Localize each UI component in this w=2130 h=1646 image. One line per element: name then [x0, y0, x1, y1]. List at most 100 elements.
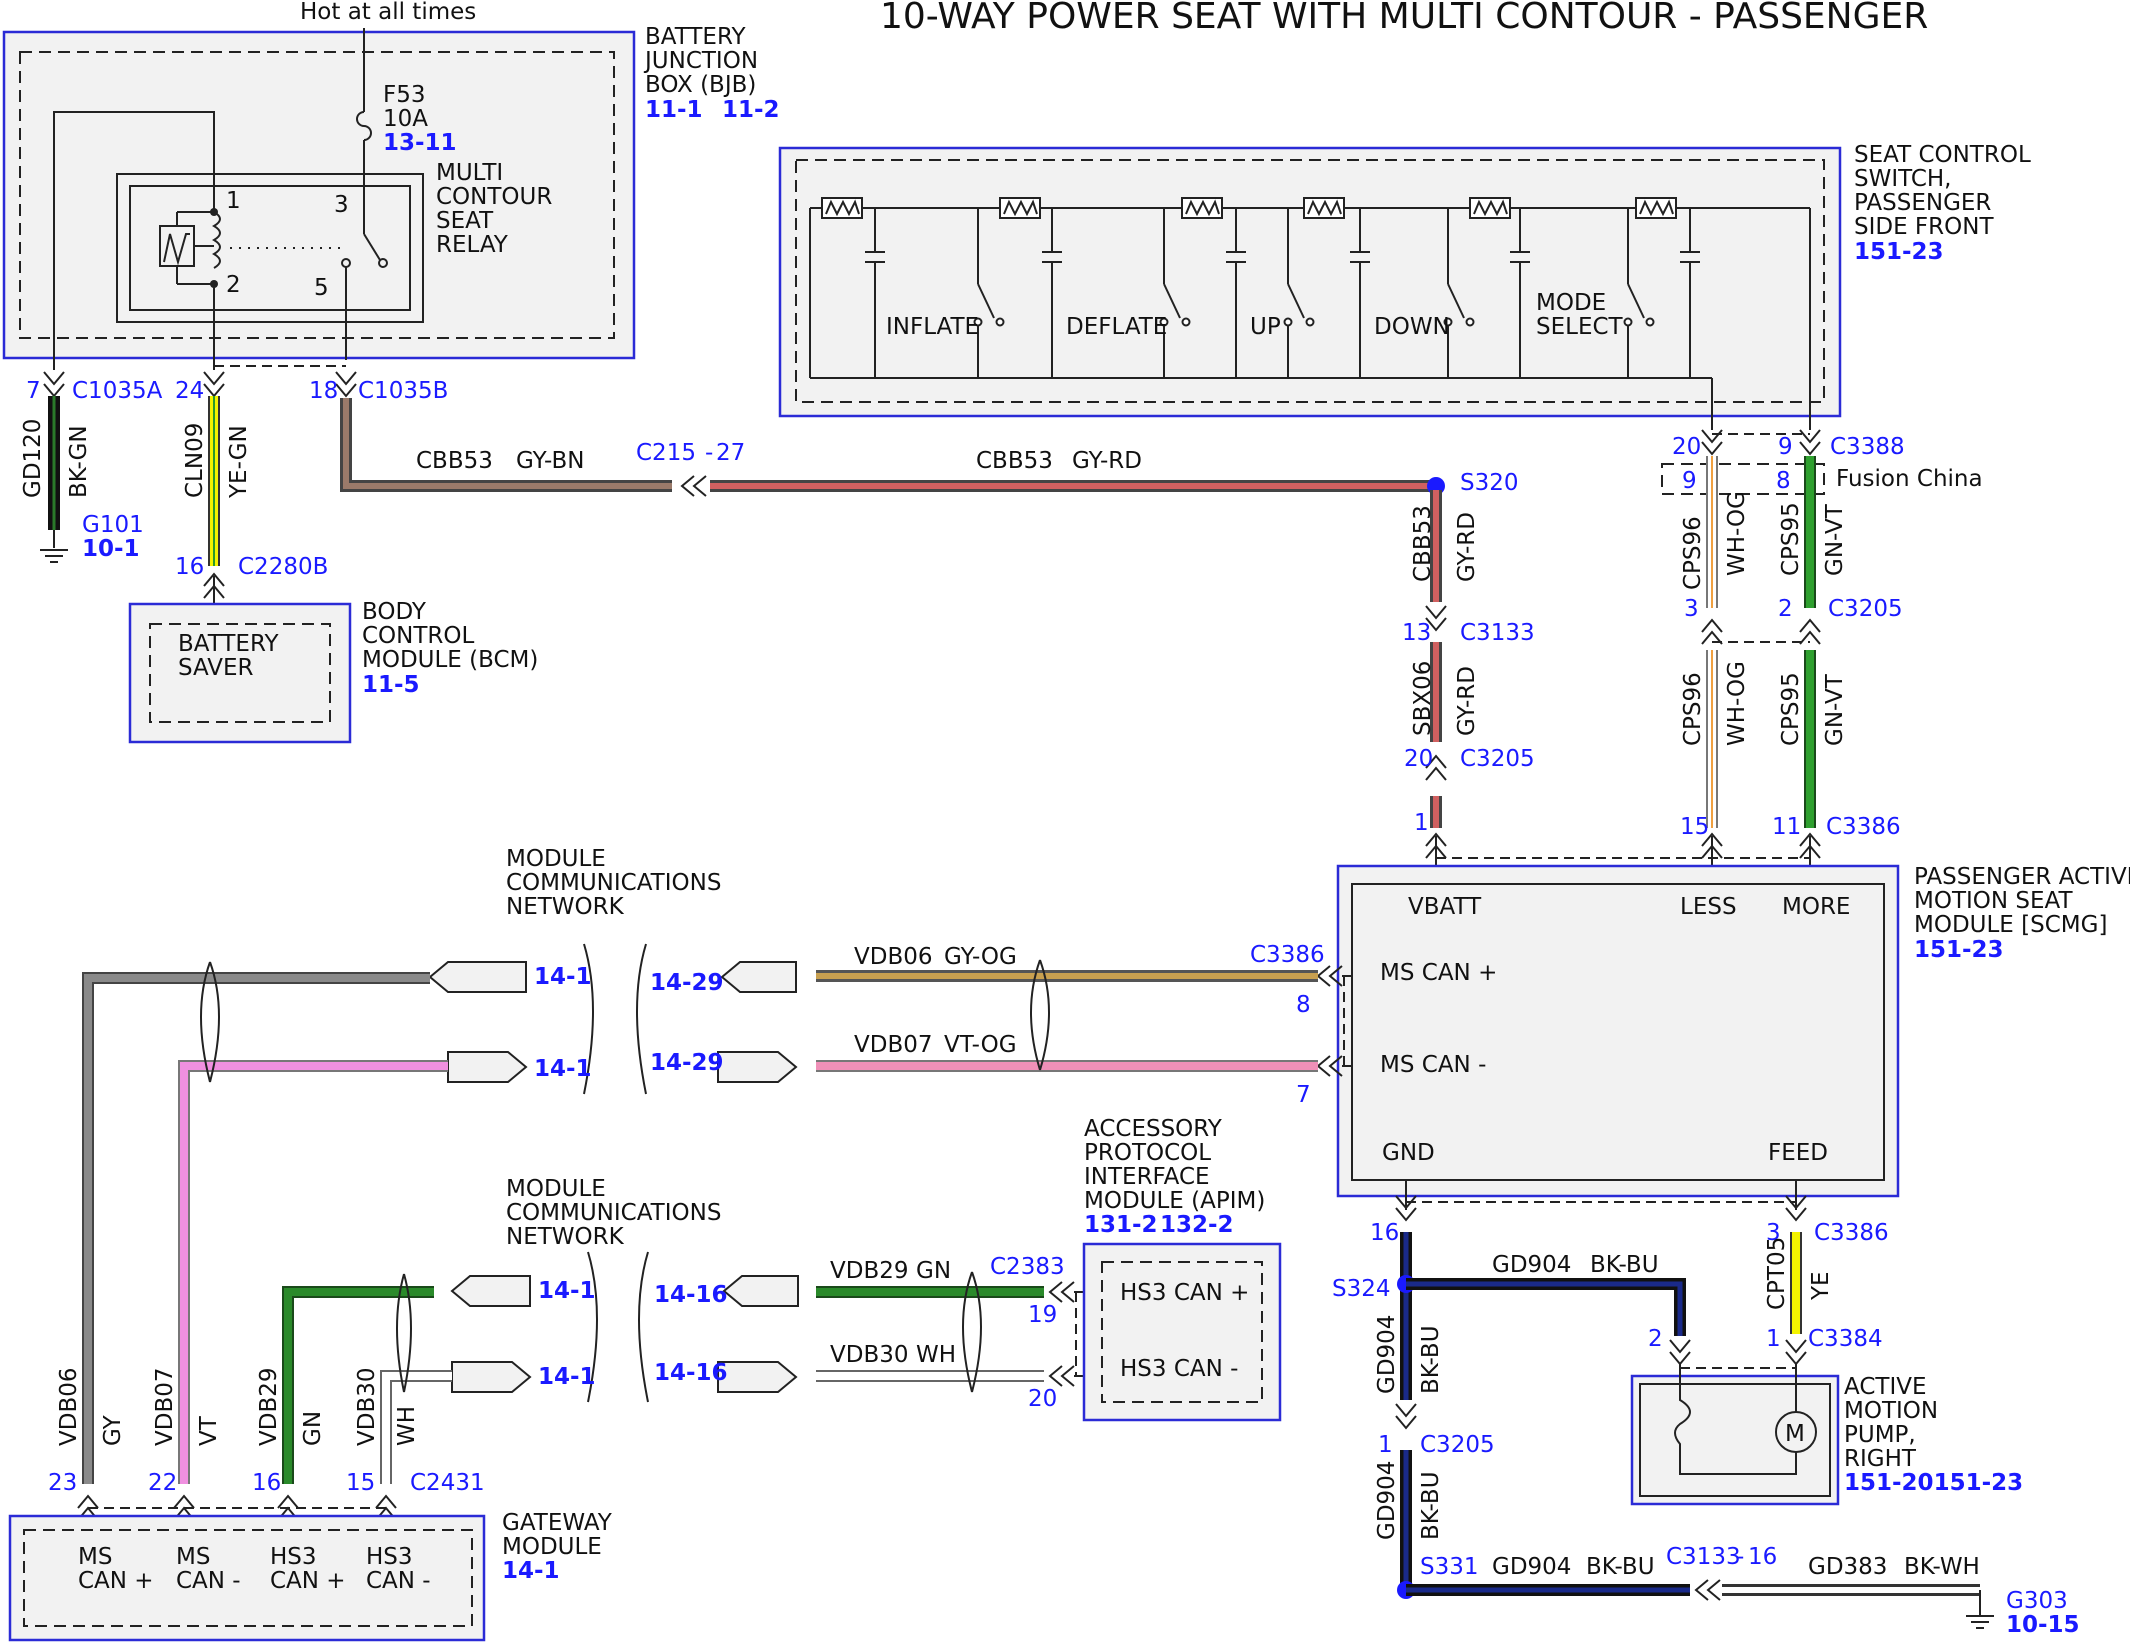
scmg-vbatt-pin: 1 — [1414, 810, 1429, 836]
cpt05-color: YE — [1808, 1271, 1834, 1301]
mcn-lower-label-2: COMMUNICATIONS — [506, 1200, 721, 1226]
cps96-b-circuit: CPS96 — [1680, 672, 1706, 746]
resistor-zigzag — [1185, 199, 1220, 217]
pump-ref[interactable]: 151-20151-23 — [1844, 1470, 2023, 1496]
scmg-ms-can-minus: MS CAN - — [1380, 1052, 1486, 1078]
scmg-can-connector: C3386 — [1250, 942, 1325, 968]
mcn-upper-left-ref-1[interactable]: 14-1 — [534, 964, 592, 990]
mcn-lower-right-ref-2[interactable]: 14-16 — [654, 1360, 728, 1386]
s324-label: S324 — [1332, 1276, 1391, 1302]
cbb53-gybn-circuit: CBB53 — [416, 448, 493, 474]
vdb29-color: GN — [916, 1258, 951, 1284]
cbb53-v-circuit: CBB53 — [1410, 505, 1436, 582]
mcn-lower-left-connector-2 — [451, 1361, 532, 1393]
g101-ref[interactable]: 10-1 — [82, 536, 140, 562]
g303-ref[interactable]: 10-15 — [2006, 1612, 2080, 1638]
mcn-lower-label-1: MODULE — [506, 1176, 606, 1202]
cps96-a-circuit: CPS96 — [1680, 516, 1706, 590]
c3133-name: C3133 — [1460, 620, 1535, 646]
switch-contact — [1283, 317, 1293, 327]
mcn-upper-right-ref-2[interactable]: 14-29 — [650, 1050, 724, 1076]
fuse-ref[interactable]: 13-11 — [383, 130, 457, 156]
bcm-inner-1: BATTERY — [178, 631, 279, 657]
scmg-ref[interactable]: 151-23 — [1914, 937, 2004, 963]
bcm-label-1: BODY — [362, 599, 427, 625]
mcn-lower-left-ref-2[interactable]: 14-1 — [538, 1364, 596, 1390]
bcm-ref[interactable]: 11-5 — [362, 672, 420, 698]
bjb-ref-1[interactable]: 11-1 — [645, 97, 703, 123]
bcm-label-3: MODULE (BCM) — [362, 647, 538, 673]
cps96-b-color: WH-OG — [1724, 661, 1750, 746]
apim-pin-20: 20 — [1028, 1386, 1057, 1412]
g303-name: G303 — [2006, 1588, 2068, 1614]
pump-top-pin: 3 — [1766, 1220, 1781, 1246]
gw-ms-minus-2: CAN - — [176, 1568, 241, 1594]
gw-hs3-minus-2: CAN - — [366, 1568, 431, 1594]
switch-contact — [1465, 317, 1475, 327]
fusion-china-label: Fusion China — [1836, 466, 1983, 492]
mcn-upper-label-1: MODULE — [506, 846, 606, 872]
switch-cells — [821, 197, 1700, 378]
mcn-upper-left-connector-2 — [447, 1051, 528, 1083]
switch-label-inflate: INFLATE — [886, 314, 979, 340]
gd904-v2-color: BK-BU — [1418, 1471, 1444, 1540]
mcn-upper-label-3: NETWORK — [506, 894, 625, 920]
vdb07-color: VT-OG — [944, 1032, 1017, 1058]
resistor-zigzag — [1473, 199, 1508, 217]
switch-contact — [973, 317, 983, 327]
mcn-lower-left-ref-1[interactable]: 14-1 — [538, 1278, 596, 1304]
scmg-top-connector: C3386 — [1826, 814, 1901, 840]
apim-label-4: MODULE (APIM) — [1084, 1188, 1265, 1214]
gateway-box — [8, 1514, 486, 1642]
gateway-ref[interactable]: 14-1 — [502, 1558, 560, 1584]
gd904-mid-pin: 1 — [1378, 1432, 1393, 1458]
apim-ref-2[interactable]: 132-2 — [1160, 1212, 1234, 1238]
switch-label-down: DOWN — [1374, 314, 1450, 340]
c3133-pin: 13 — [1402, 620, 1431, 646]
mcn-upper-left-ref-2[interactable]: 14-1 — [534, 1056, 592, 1082]
apim-box — [1082, 1242, 1282, 1422]
bcm-box — [128, 602, 352, 744]
c1035b-name: C1035B — [358, 378, 448, 404]
gd383-circuit: GD383 — [1808, 1554, 1887, 1580]
vdb30-circuit: VDB30 — [830, 1342, 909, 1368]
seat-switch-ref[interactable]: 151-23 — [1854, 239, 1944, 265]
switch-label-mode: MODE — [1536, 290, 1606, 316]
switch-blade — [1447, 283, 1465, 319]
c1035a-name-1: C1035A — [72, 378, 163, 404]
seat-switch-label-4: SIDE FRONT — [1854, 214, 1994, 240]
motor-icon — [1775, 1411, 1817, 1453]
switch-contact — [1443, 317, 1453, 327]
relay-pin-3: 3 — [334, 192, 349, 218]
bjb-ref-2[interactable]: 11-2 — [722, 97, 780, 123]
gw-vdb07-circuit: VDB07 — [152, 1368, 178, 1447]
c3388-pin-9: 9 — [1778, 434, 1793, 460]
c3205-top-name: C3205 — [1828, 596, 1903, 622]
mcn-upper-right-connector-2 — [717, 1051, 798, 1083]
sbx06-color: GY-RD — [1454, 666, 1480, 736]
c3133-bottom-name: C3133 — [1666, 1544, 1741, 1570]
c3388-pin-20: 20 — [1672, 434, 1701, 460]
cbb53-v-color: GY-RD — [1454, 512, 1480, 582]
bjb-label-3: BOX (BJB) — [645, 72, 756, 98]
pump-label-3: PUMP, — [1844, 1422, 1916, 1448]
mcn-lower-right-ref-1[interactable]: 14-16 — [654, 1282, 728, 1308]
gw-vdb06-color: GY — [100, 1414, 126, 1446]
switch-contact — [1645, 317, 1655, 327]
mcn-lower-left-connector-1 — [450, 1275, 531, 1307]
relay-pin-5: 5 — [314, 275, 329, 301]
apim-ref-1[interactable]: 131-2 — [1084, 1212, 1158, 1238]
c215-name: C215 — [636, 440, 696, 466]
gd904-h-circuit: GD904 — [1492, 1252, 1571, 1278]
gd904-v1-color: BK-BU — [1418, 1325, 1444, 1394]
gateway-connector: C2431 — [410, 1470, 485, 1496]
c215-pin: 27 — [716, 440, 745, 466]
mcn-upper-break — [583, 943, 647, 1095]
bjb-label-2: JUNCTION — [643, 48, 758, 74]
relay-symbol — [159, 208, 388, 360]
apim-label-2: PROTOCOL — [1084, 1140, 1211, 1166]
seat-switch-label-2: SWITCH, — [1854, 166, 1952, 192]
mcn-upper-right-ref-1[interactable]: 14-29 — [650, 970, 724, 996]
fusion-pin-8: 8 — [1776, 468, 1791, 494]
relay-pin-1: 1 — [226, 188, 241, 214]
